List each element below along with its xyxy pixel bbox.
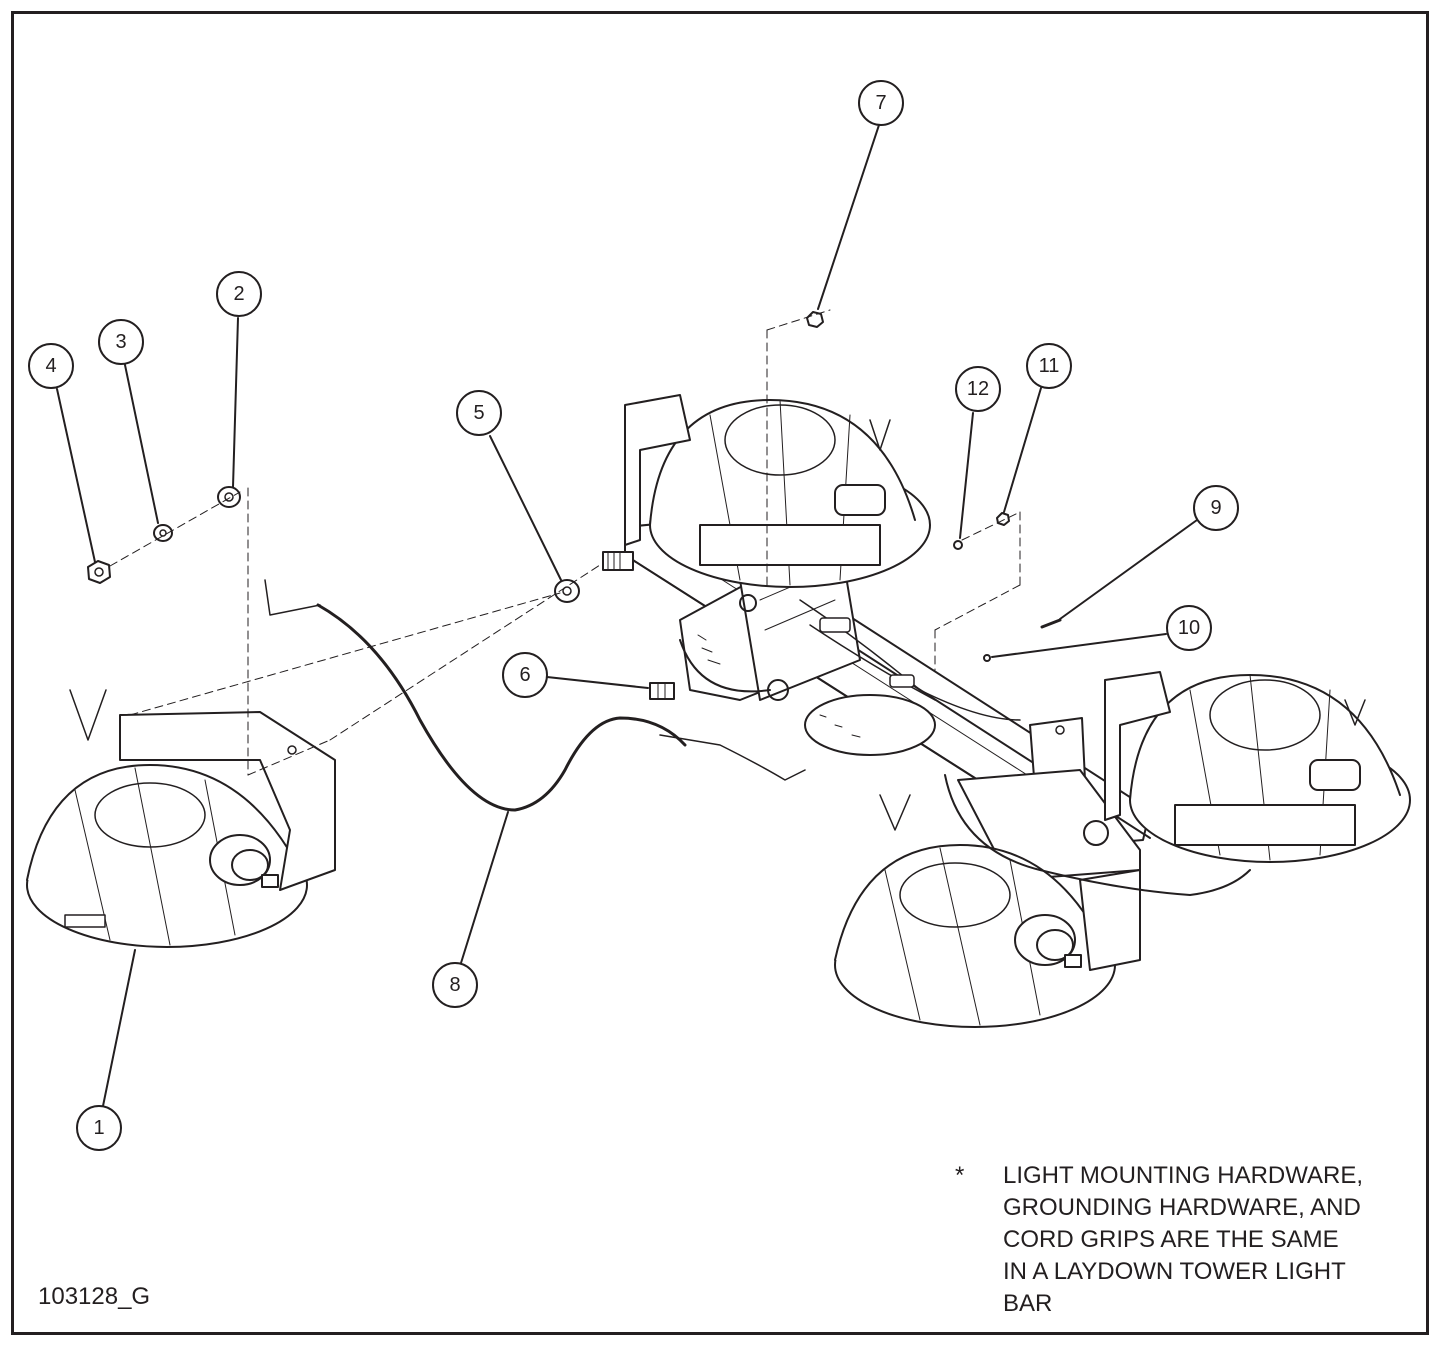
callout-7: 7 xyxy=(858,80,904,126)
washer-3 xyxy=(153,524,173,542)
svg-text:1: 1 xyxy=(93,1117,104,1139)
svg-text:9: 9 xyxy=(1210,497,1221,519)
screw-9 xyxy=(1040,618,1062,629)
svg-text:6: 6 xyxy=(519,664,530,686)
svg-text:4: 4 xyxy=(45,355,56,377)
callout-6: 6 xyxy=(502,652,548,698)
washer-12 xyxy=(953,540,963,550)
lamp-front-left xyxy=(26,689,336,948)
svg-text:12: 12 xyxy=(967,378,989,400)
hex-nut-4 xyxy=(87,560,111,584)
leader-lines xyxy=(56,124,1198,1107)
callout-1: 1 xyxy=(76,1105,122,1151)
washer-2 xyxy=(217,486,241,508)
callout-8: 8 xyxy=(432,962,478,1008)
washer-10 xyxy=(983,654,991,662)
callout-5: 5 xyxy=(456,390,502,436)
note-text: LIGHT MOUNTING HARDWARE, GROUNDING HARDW… xyxy=(1003,1162,1364,1317)
callout-11: 11 xyxy=(1026,343,1072,389)
callout-12: 12 xyxy=(955,366,1001,412)
callout-4: 4 xyxy=(28,343,74,389)
nut-11 xyxy=(996,512,1010,526)
callout-9: 9 xyxy=(1193,485,1239,531)
callout-10: 10 xyxy=(1166,605,1212,651)
svg-text:7: 7 xyxy=(875,92,886,114)
svg-text:3: 3 xyxy=(115,331,126,353)
power-cord xyxy=(264,579,1251,896)
drawing-number: 103128_G xyxy=(38,1283,151,1310)
svg-text:10: 10 xyxy=(1178,617,1200,639)
svg-text:11: 11 xyxy=(1039,355,1060,377)
washer-5 xyxy=(554,579,580,603)
lamp-front-right xyxy=(834,794,1141,1028)
assembly-centerlines xyxy=(109,309,1021,776)
cord-grip-6 xyxy=(649,682,675,700)
callout-2: 2 xyxy=(216,271,262,317)
drawing-frame xyxy=(11,11,1429,1335)
lamp-back xyxy=(624,394,931,588)
svg-text:2: 2 xyxy=(233,283,244,305)
svg-text:8: 8 xyxy=(449,974,460,996)
callout-3: 3 xyxy=(98,319,144,365)
nut-7 xyxy=(806,311,824,328)
svg-text:5: 5 xyxy=(473,402,484,424)
lamp-right xyxy=(1104,671,1411,863)
note-marker: * xyxy=(955,1162,965,1189)
